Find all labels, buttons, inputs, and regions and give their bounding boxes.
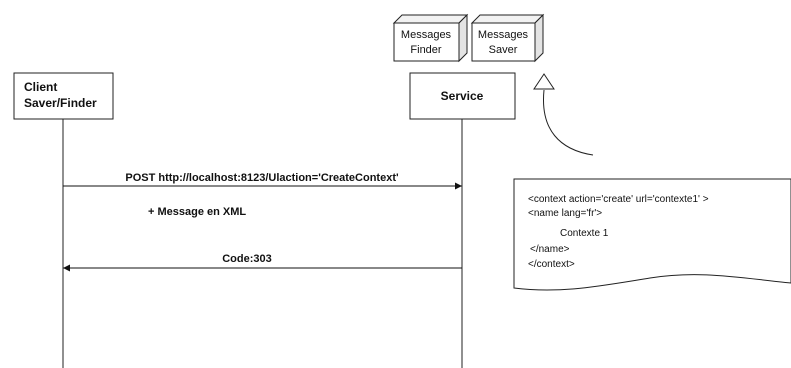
xml-line-4: </name> xyxy=(530,244,570,255)
messages-saver-label-2: Saver xyxy=(489,44,518,56)
xml-line-2: <name lang='fr'> xyxy=(528,208,602,219)
response-label: Code:303 xyxy=(222,253,272,265)
request-label: POST http://localhost:8123/Ulaction='Cre… xyxy=(125,172,399,184)
messages-saver-box: Messages Saver xyxy=(470,13,545,63)
curved-pointer-arrow xyxy=(533,73,594,156)
messages-finder-label-2: Finder xyxy=(410,44,442,56)
xml-line-3: Contexte 1 xyxy=(560,228,609,239)
service-participant: Service xyxy=(409,72,516,120)
messages-finder-box: Messages Finder xyxy=(392,13,469,63)
xml-line-5: </context> xyxy=(528,259,575,270)
messages-finder-label-1: Messages xyxy=(401,29,452,41)
client-participant: Client Saver/Finder xyxy=(13,72,114,120)
request-note-label: + Message en XML xyxy=(148,206,246,218)
client-label-1: Client xyxy=(24,80,57,94)
messages-saver-label-1: Messages xyxy=(478,29,529,41)
xml-line-1: <context action='create' url='contexte1'… xyxy=(528,194,709,205)
xml-note: <context action='create' url='contexte1'… xyxy=(513,178,791,291)
service-label: Service xyxy=(441,89,484,103)
client-label-2: Saver/Finder xyxy=(24,96,97,110)
